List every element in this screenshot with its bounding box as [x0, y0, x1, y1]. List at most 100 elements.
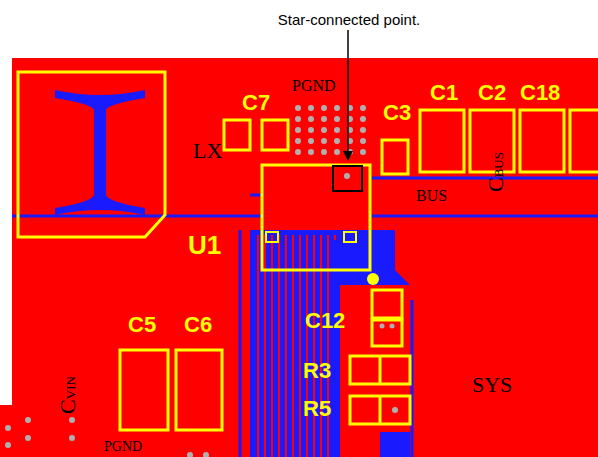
trace — [250, 194, 262, 197]
via — [25, 435, 31, 441]
via — [360, 127, 366, 133]
trace-gap — [292, 235, 294, 457]
via — [203, 452, 209, 457]
via — [5, 442, 11, 448]
via — [380, 324, 385, 329]
part-designator: C12 — [305, 310, 345, 332]
part-designator: C2 — [478, 82, 506, 104]
via — [295, 105, 301, 111]
via — [308, 127, 314, 133]
via — [295, 149, 301, 155]
trace-gap — [264, 235, 266, 457]
via — [334, 138, 340, 144]
trace-gap — [327, 235, 329, 457]
callout-text: Star-connected point. — [278, 12, 421, 27]
capacitor-pad — [570, 110, 598, 172]
inductor-core — [55, 90, 145, 215]
via — [360, 116, 366, 122]
capacitor-pad — [120, 350, 168, 430]
trace-gap — [334, 235, 336, 457]
via — [295, 116, 301, 122]
via — [321, 105, 327, 111]
copper-pour — [12, 58, 598, 457]
via — [308, 105, 314, 111]
via — [392, 407, 398, 413]
trace — [12, 215, 262, 218]
net-name: PGND — [104, 440, 142, 454]
via — [5, 425, 11, 431]
via — [334, 116, 340, 122]
via — [360, 105, 366, 111]
part-designator: C18 — [520, 82, 560, 104]
via — [25, 417, 31, 423]
net-name: PGND — [292, 78, 336, 94]
via — [308, 149, 314, 155]
part-designator: R5 — [303, 398, 331, 420]
via — [295, 127, 301, 133]
capacitor-pad — [420, 110, 464, 172]
part-designator: R3 — [303, 360, 331, 382]
via — [308, 116, 314, 122]
via — [69, 417, 75, 423]
capacitor-pad — [262, 120, 288, 150]
net-name: CVIN — [57, 376, 79, 414]
capacitor-pad — [372, 320, 402, 346]
via — [334, 149, 340, 155]
via — [321, 149, 327, 155]
part-designator: C7 — [242, 92, 270, 114]
resistor-pad — [350, 356, 410, 384]
part-designator: U1 — [188, 232, 221, 258]
via — [344, 173, 350, 179]
decoration — [0, 30, 598, 457]
trace-gap — [306, 235, 308, 457]
resistor-divider — [379, 396, 382, 424]
via — [69, 435, 75, 441]
trace-gap — [285, 235, 287, 457]
via — [321, 138, 327, 144]
net-name: BUS — [416, 188, 447, 204]
star-point — [333, 166, 362, 191]
net-name: LX — [193, 140, 222, 162]
via — [308, 138, 314, 144]
ic-pin — [344, 232, 356, 242]
capacitor-pad — [520, 110, 564, 172]
leader-line — [347, 30, 349, 160]
via — [295, 138, 301, 144]
via — [187, 452, 193, 457]
trace-gap — [320, 235, 322, 457]
copper-island — [340, 285, 410, 457]
trace-gap — [299, 235, 301, 457]
net-name: SYS — [472, 374, 512, 396]
trace-region — [250, 230, 410, 457]
capacitor-pad — [224, 120, 250, 150]
ic-pin — [266, 232, 278, 242]
part-designator: C3 — [383, 102, 411, 124]
capacitor-pad — [372, 290, 402, 318]
ic-outline — [262, 165, 370, 270]
trace — [239, 230, 242, 457]
trace — [370, 215, 598, 218]
via — [321, 116, 327, 122]
part-designator: C6 — [184, 314, 212, 336]
via — [360, 138, 366, 144]
part-designator: C1 — [430, 82, 458, 104]
via — [321, 127, 327, 133]
via — [334, 127, 340, 133]
resistor-pad — [350, 396, 410, 424]
trace-gap — [313, 235, 315, 457]
via — [390, 324, 395, 329]
trace-gap — [278, 235, 280, 457]
net-name: CBUS — [485, 152, 507, 192]
via — [360, 149, 366, 155]
pin1-dot — [367, 273, 379, 285]
trace-gap — [257, 235, 259, 457]
trace — [380, 432, 410, 457]
inductor-outline — [18, 72, 165, 237]
via — [334, 105, 340, 111]
resistor-divider — [379, 356, 382, 384]
capacitor-pad — [176, 350, 222, 430]
capacitor-pad — [382, 140, 408, 174]
part-designator: C5 — [128, 314, 156, 336]
